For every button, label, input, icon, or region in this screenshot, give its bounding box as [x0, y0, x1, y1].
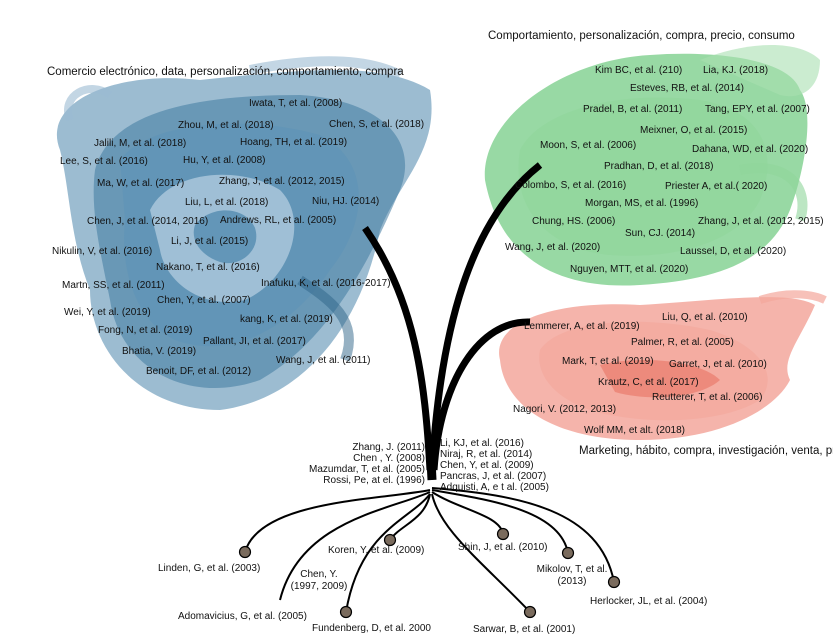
- citation-label: Hu, Y, et al. (2008): [183, 155, 266, 166]
- citation-label: Hoang, TH, et al. (2019): [240, 137, 348, 148]
- citation-label: Inafuku, K, et al. (2016-2017): [261, 278, 391, 289]
- tree-trunk: [362, 162, 543, 481]
- citation-label: Reutterer, T, et al. (2006): [652, 392, 763, 403]
- citation-label: Nguyen, MTT, et al. (2020): [570, 264, 689, 275]
- citation-label: Lemmerer, A, et al. (2019): [524, 321, 640, 332]
- root-label: Linden, G, et al. (2003): [158, 563, 261, 574]
- citation-label: Zhang, J. (2011): [352, 442, 425, 453]
- citation-label: Chung, HS. (2006): [532, 216, 616, 227]
- citation-label: kang, K, et al. (2019): [240, 314, 333, 325]
- citation-label: Priester A, et al.( 2020): [665, 181, 768, 192]
- citation-label: Niraj, R, et al. (2014): [440, 449, 533, 460]
- green-cluster-blob: [484, 45, 820, 286]
- citation-label: Colombo, S, et al. (2016): [515, 180, 627, 191]
- citation-label: Lia, KJ. (2018): [703, 65, 769, 76]
- citation-label: Rossi, Pe, at el. (1996): [323, 475, 425, 486]
- root-label: Mikolov, T, et al.: [536, 564, 608, 575]
- root-label: Fundenberg, D, et al. 2000: [312, 623, 431, 634]
- citation-label: Esteves, RB, et al. (2014): [630, 83, 744, 94]
- citation-label: Garret, J, et al. (2010): [669, 359, 767, 370]
- citation-label: Nagori, V. (2012, 2013): [513, 404, 617, 415]
- citation-label: Wei, Y, et al. (2019): [64, 307, 151, 318]
- blue-cluster-blob: [56, 56, 432, 410]
- citation-label: Laussel, D, et al. (2020): [680, 246, 787, 257]
- citation-label: Liu, Q, et al. (2010): [662, 312, 748, 323]
- citation-label: Li, KJ, et al. (2016): [440, 438, 524, 449]
- root-label: Chen, Y.: [300, 569, 338, 580]
- citation-label: Chen , Y. (2008): [353, 453, 425, 464]
- citation-label: Wolf MM, et alt. (2018): [584, 425, 685, 436]
- citation-label: Lee, S, et al. (2016): [60, 156, 148, 167]
- citation-label: Chen, J, et al. (2014, 2016): [87, 216, 209, 227]
- root-label: Shin, J, et al. (2010): [458, 542, 548, 553]
- citation-label: Martn, SS, et al. (2011): [62, 280, 165, 291]
- root-label: Adomavicius, G, et al. (2005): [178, 611, 307, 622]
- citation-label: Pancras, J, et al. (2007): [440, 471, 547, 482]
- root-label: Koren, Y, et al. (2009): [328, 545, 425, 556]
- citation-label: Morgan, MS, et al. (1996): [585, 198, 699, 209]
- citation-label: Benoit, DF, et al. (2012): [146, 366, 252, 377]
- citation-label: Wang, J, et al. (2020): [505, 242, 601, 253]
- citation-label: Ma, W, et al. (2017): [97, 178, 185, 189]
- citation-label: Krautz, C, et al. (2017): [598, 377, 699, 388]
- green-cluster-heading: Comportamiento, personalización, compra,…: [488, 30, 795, 42]
- citation-label: Chen, Y, et al. (2009): [440, 460, 534, 471]
- citation-label: Fong, N, et al. (2019): [98, 325, 193, 336]
- root-label: (1997, 2009): [290, 581, 348, 592]
- citation-label: Jalili, M, et al. (2018): [94, 138, 187, 149]
- citation-label: Palmer, R, et al. (2005): [631, 337, 734, 348]
- citation-label: Niu, HJ. (2014): [312, 196, 380, 207]
- trunk-right-labels: Li, KJ, et al. (2016) Niraj, R, et al. (…: [440, 438, 549, 493]
- citation-label: Zhang, J, et al. (2012, 2015): [698, 216, 824, 227]
- citation-label: Mazumdar, T, et al. (2005): [309, 464, 425, 475]
- citation-label: Bhatia, V. (2019): [122, 346, 197, 357]
- red-cluster-heading: Marketing, hábito, compra, investigación…: [579, 445, 833, 457]
- citation-label: Pradel, B, et al. (2011): [583, 104, 683, 115]
- citation-label: Meixner, O, et al. (2015): [640, 125, 748, 136]
- citation-label: Dahana, WD, et al. (2020): [692, 144, 809, 155]
- root-label: Sarwar, B, et al. (2001): [473, 624, 576, 635]
- citation-label: Liu, L, et al. (2018): [185, 197, 269, 208]
- citation-label: Andrews, RL, et al. (2005): [220, 215, 337, 226]
- citation-label: Sun, CJ. (2014): [625, 228, 696, 239]
- citation-label: Iwata, T, et al. (2008): [249, 98, 343, 109]
- root-label: (2013): [557, 576, 587, 587]
- citation-label: Nikulin, V, et al. (2016): [52, 246, 153, 257]
- citation-label: Kim BC, et al. (210): [595, 65, 683, 76]
- citation-label: Li, J, et al. (2015): [171, 236, 249, 247]
- blue-cluster-heading: Comercio electrónico, data, personalizac…: [47, 66, 404, 78]
- citation-label: Wang, J, et al. (2011): [276, 355, 371, 366]
- citation-label: Chen, Y, et al. (2007): [157, 295, 251, 306]
- tree-roots: [244, 487, 615, 613]
- citation-label: Chen, S, et al. (2018): [329, 119, 425, 130]
- red-cluster-blob: [499, 290, 827, 440]
- citation-label: Pradhan, D, et al. (2018): [604, 161, 714, 172]
- citation-label: Zhou, M, et al. (2018): [178, 120, 274, 131]
- trunk-left-labels: Zhang, J. (2011) Chen , Y. (2008) Mazumd…: [309, 442, 425, 486]
- citation-label: Zhang, J, et al. (2012, 2015): [219, 176, 345, 187]
- citation-label: Adquisti, A, e t al. (2005): [440, 482, 549, 493]
- citation-label: Tang, EPY, et al. (2007): [705, 104, 810, 115]
- citation-label: Mark, T, et al. (2019): [562, 356, 654, 367]
- root-nodes: [238, 527, 621, 619]
- citation-label: Pallant, JI, et al. (2017): [203, 336, 306, 347]
- root-label: Herlocker, JL, et al. (2004): [590, 596, 708, 607]
- citation-label: Moon, S, et al. (2006): [540, 140, 637, 151]
- citation-label: Nakano, T, et al. (2016): [156, 262, 260, 273]
